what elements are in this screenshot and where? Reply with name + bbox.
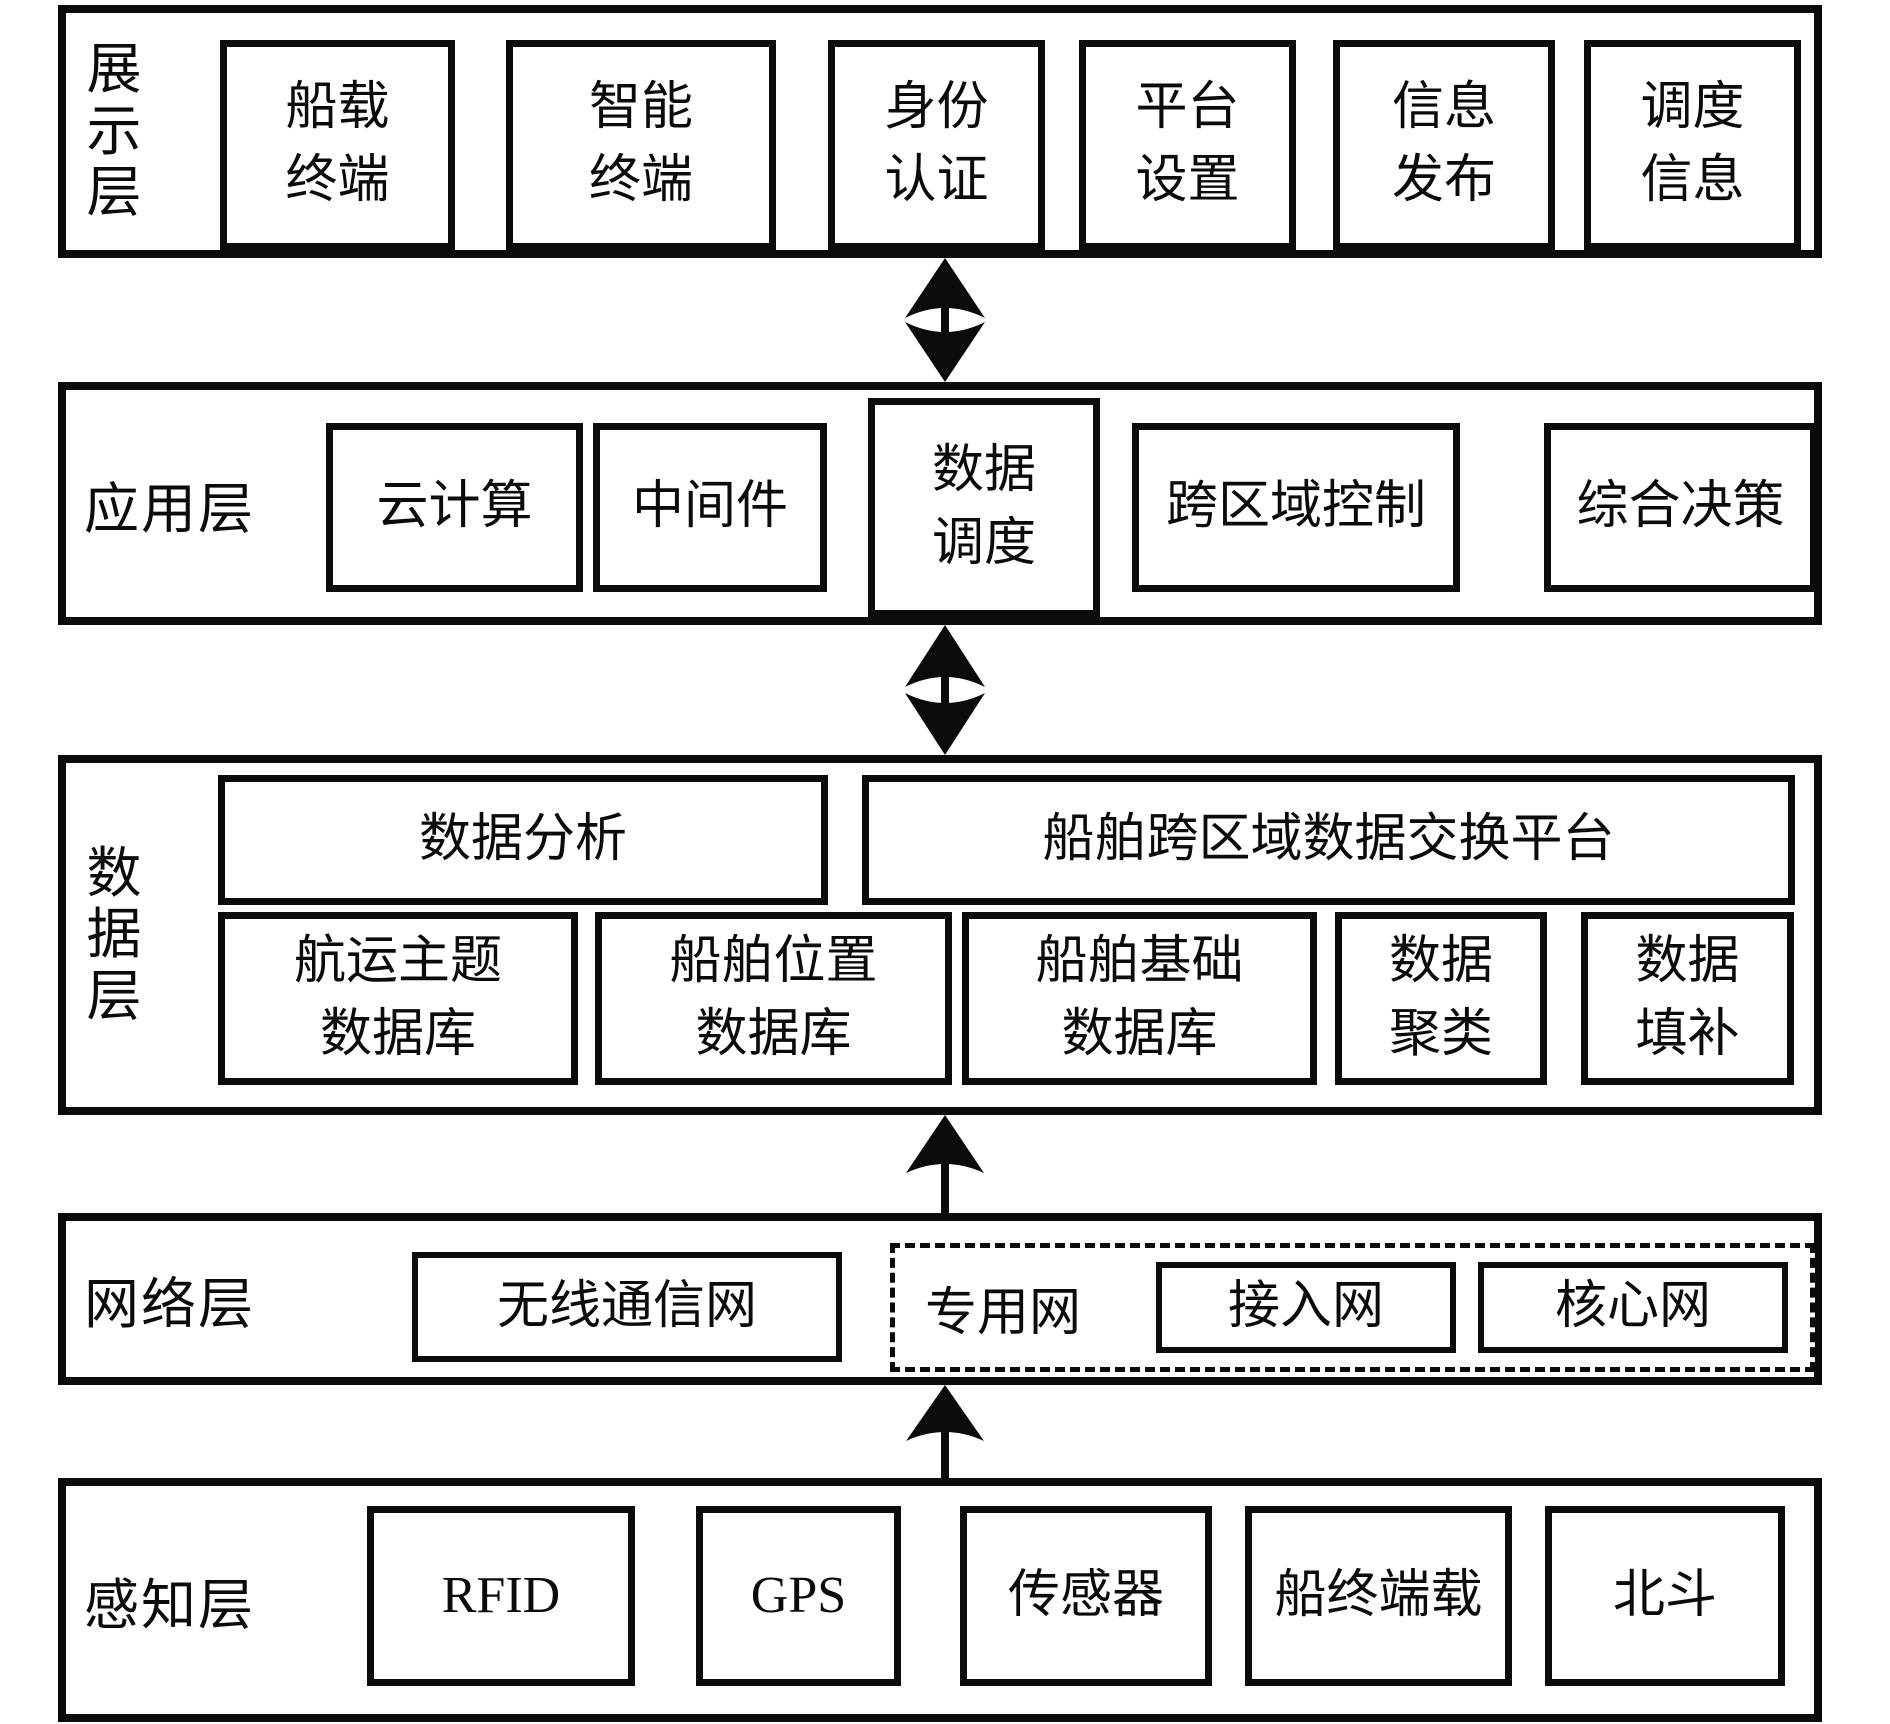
box-ship-cross-region-data-exchange-platform: 船舶跨区域数据交换平台 (862, 775, 1795, 905)
box-data-analysis: 数据分析 (218, 775, 828, 905)
network-layer-label: 网络层 (84, 1274, 256, 1335)
application-layer-label: 应用层 (84, 478, 256, 540)
box-beidou: 北斗 (1545, 1506, 1785, 1686)
box-shipborne-terminal: 船载 终端 (220, 40, 455, 250)
dedicated-network-label: 专用网 (925, 1285, 1082, 1342)
double-arrow-icon (900, 625, 990, 755)
box-identity-authentication: 身份 认证 (828, 40, 1045, 250)
perception-layer-band: 感知层 RFID GPS 传感器 船终端载 北斗 (58, 1478, 1822, 1722)
box-information-release: 信息 发布 (1333, 40, 1555, 250)
box-data-clustering: 数据 聚类 (1335, 912, 1547, 1085)
box-dispatch-information: 调度 信息 (1584, 40, 1801, 250)
double-arrow-icon (900, 258, 990, 382)
display-layer-label-wrap: 展示层 (82, 13, 146, 250)
application-layer-band: 应用层 云计算 中间件 数据 调度 跨区域控制 综合决策 (58, 382, 1822, 625)
box-ship-position-database: 船舶位置 数据库 (595, 912, 952, 1085)
up-arrow-icon (900, 1115, 990, 1213)
box-rfid: RFID (367, 1506, 635, 1686)
box-platform-settings: 平台 设置 (1079, 40, 1296, 250)
data-layer-band: 数据层 数据分析 船舶跨区域数据交换平台 航运主题 数据库 船舶位置 数据库 船… (58, 755, 1822, 1115)
dedicated-network-group: 专用网 接入网 核心网 (890, 1243, 1815, 1372)
box-cross-region-control: 跨区域控制 (1132, 423, 1460, 592)
box-access-network: 接入网 (1156, 1262, 1456, 1353)
box-cloud-computing: 云计算 (326, 423, 583, 592)
display-layer-label: 展示层 (86, 39, 142, 224)
box-data-scheduling: 数据 调度 (868, 398, 1100, 617)
display-layer-band: 展示层 船载 终端 智能 终端 身份 认证 平台 设置 信息 发布 调度 信息 (58, 5, 1822, 258)
data-layer-label: 数据层 (86, 842, 142, 1027)
box-ship-terminal-load: 船终端载 (1245, 1506, 1512, 1686)
box-gps: GPS (696, 1506, 901, 1686)
up-arrow-icon (900, 1385, 990, 1478)
data-layer-label-wrap: 数据层 (82, 763, 146, 1107)
perception-layer-label: 感知层 (84, 1575, 256, 1636)
box-core-network: 核心网 (1478, 1262, 1788, 1353)
box-data-filling: 数据 填补 (1581, 912, 1794, 1085)
box-sensor: 传感器 (960, 1506, 1212, 1686)
box-comprehensive-decision: 综合决策 (1544, 423, 1817, 592)
box-wireless-communication-network: 无线通信网 (412, 1252, 842, 1362)
network-layer-band: 网络层 无线通信网 专用网 接入网 核心网 (58, 1213, 1822, 1385)
box-shipping-theme-database: 航运主题 数据库 (218, 912, 578, 1085)
box-smart-terminal: 智能 终端 (506, 40, 776, 250)
box-ship-basic-database: 船舶基础 数据库 (962, 912, 1317, 1085)
box-middleware: 中间件 (593, 423, 827, 592)
